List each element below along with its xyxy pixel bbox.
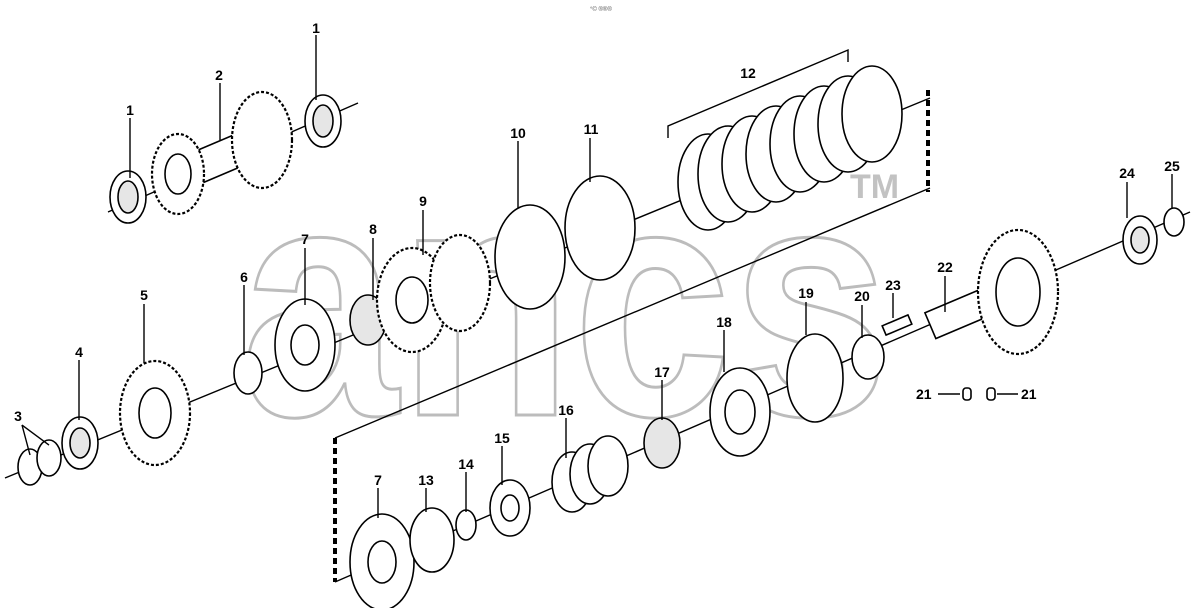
clutch-disc-8: [841, 65, 903, 163]
clutch-drum-hub: [995, 257, 1041, 327]
bearing-right-race: [312, 104, 334, 138]
shim-b: [36, 439, 62, 477]
snap-ring-6: [233, 351, 263, 395]
callout-22: 22: [937, 259, 953, 275]
top-shaft-assembly: [109, 90, 342, 224]
snap-ring-14: [455, 509, 477, 541]
callout-7-lower: 7: [374, 472, 382, 488]
callout-4: 4: [75, 344, 83, 360]
bushing-17: [643, 417, 681, 469]
callout-14: 14: [458, 456, 474, 472]
callout-2: 2: [215, 67, 223, 83]
callout-24: 24: [1119, 165, 1135, 181]
pin-21-right: [986, 387, 996, 401]
thrust-plate-7-hole: [290, 324, 320, 366]
callout-23: 23: [885, 277, 901, 293]
callout-21-left: 21: [916, 386, 932, 402]
clutch-pack-bracket: [667, 48, 849, 138]
leader-3a: [21, 424, 31, 456]
callout-1-left: 1: [126, 102, 134, 118]
callout-6: 6: [240, 269, 248, 285]
middle-shaft-parts: [17, 175, 636, 486]
leader-lines: [21, 35, 1173, 518]
pin-23: [881, 313, 913, 337]
lower-shaft-parts: [349, 207, 1185, 608]
gear-large: [230, 90, 294, 190]
lower-frame-top: [334, 187, 931, 439]
callout-8: 8: [369, 221, 377, 237]
clutch-pack-12: [667, 48, 903, 231]
shim-25: [1163, 207, 1185, 237]
callout-18: 18: [716, 314, 732, 330]
pressure-plate-11: [564, 175, 636, 281]
watermark-trademark: TM: [850, 168, 899, 206]
retaining-ring-10: [494, 204, 566, 310]
o-ring-19: [786, 333, 844, 423]
callout-13: 13: [418, 472, 434, 488]
callout-17: 17: [654, 364, 670, 380]
callout-9: 9: [419, 193, 427, 209]
gear-5-hub: [138, 387, 172, 439]
callout-12: 12: [740, 65, 756, 81]
callout-7-upper: 7: [301, 231, 309, 247]
leader-3b: [21, 424, 50, 446]
callout-5: 5: [140, 287, 148, 303]
callout-19: 19: [798, 285, 814, 301]
callouts: 1 2 1 3 4 5 6 7 8 9 10 11 12 7 13 14 15 …: [14, 20, 1180, 488]
thrust-plate-7b-hole: [367, 540, 397, 584]
callout-16: 16: [558, 402, 574, 418]
piston-18-hole: [724, 389, 756, 435]
header-code: °© ®®®: [590, 6, 612, 13]
callout-20: 20: [854, 288, 870, 304]
spring-16-c: [587, 435, 629, 497]
callout-3: 3: [14, 408, 22, 424]
bearing-4-race: [69, 427, 91, 459]
callout-25: 25: [1164, 158, 1180, 174]
pin-21-left: [962, 387, 972, 401]
callout-1-right: 1: [312, 20, 320, 36]
washer-15-hole: [500, 494, 520, 522]
callout-10: 10: [510, 125, 526, 141]
callout-21-right: 21: [1021, 386, 1037, 402]
bearing-24-race: [1130, 226, 1150, 254]
gear-9-rear: [428, 233, 492, 333]
gear-9-hub: [395, 276, 429, 324]
o-ring-20: [851, 334, 885, 380]
callout-15: 15: [494, 430, 510, 446]
bearing-left-race: [117, 180, 139, 214]
seal-13: [409, 507, 455, 573]
callout-11: 11: [584, 121, 599, 137]
gear-small-hub: [164, 153, 192, 195]
